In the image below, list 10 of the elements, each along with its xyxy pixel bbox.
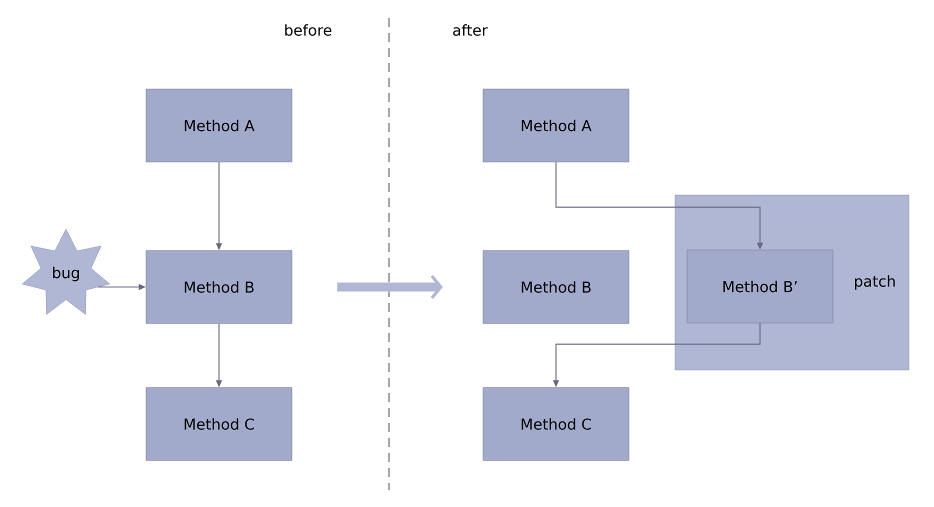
heading-label: after — [453, 24, 488, 36]
process-box: Method B — [146, 250, 292, 324]
process-box: Method B — [482, 250, 630, 324]
process-box: Method C — [482, 387, 630, 461]
process-box: Method B’ — [686, 250, 834, 324]
arrow — [337, 275, 443, 299]
heading-label: before — [285, 24, 332, 36]
process-box: Method A — [482, 88, 630, 162]
process-box: Method A — [146, 88, 292, 162]
process-box: Method C — [146, 387, 292, 461]
